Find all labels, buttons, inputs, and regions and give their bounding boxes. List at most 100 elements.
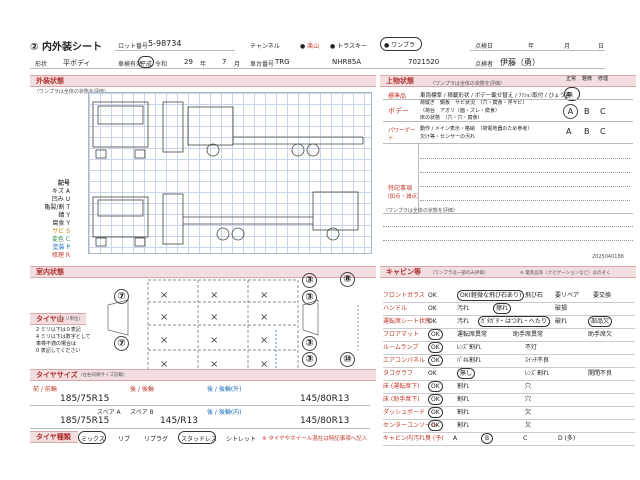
tire-depth-note-1: 2 ミリ以下は０表記 xyxy=(36,327,81,333)
upper-gate-text: 動作 / メイン表示・格納 （荷電地器のため参考） xyxy=(420,126,533,132)
shape-value: 平ボディ xyxy=(63,59,91,67)
lot-label: ロット番号 xyxy=(118,43,149,50)
reg-month-unit: 月 xyxy=(234,61,241,68)
upper-standard-mark[interactable]: 無 xyxy=(567,92,574,99)
day-unit: 日 xyxy=(598,43,605,50)
legend-item-repair: 修理 R xyxy=(51,252,70,259)
eval-head-repair: 修理 xyxy=(598,76,609,82)
tire-fl-label: 前 / 前輪 xyxy=(33,386,57,393)
svg-text:×: × xyxy=(260,290,268,301)
inspector-label: 点検者 xyxy=(475,61,494,68)
cabin-circle-3: ③ xyxy=(302,290,317,305)
exterior-note: （ワンプラは全体の状態を評価） xyxy=(34,89,109,95)
special-notes-label: 特記事項 xyxy=(388,185,413,192)
reg-year: 29 xyxy=(184,58,193,66)
reg-month: 7 xyxy=(222,58,227,66)
tire-depth-unit: （ミリ単位） xyxy=(56,317,83,322)
cabin-row-steering: ハンドル OK 汚れ 擦れ 破損 xyxy=(383,302,635,316)
cabin-row-floor-mat: フロアマット OK 運転席異常 助手席異常 助手席欠 xyxy=(383,328,635,342)
exterior-diagram-grid xyxy=(88,92,372,254)
tire-type-rib[interactable]: リブ xyxy=(118,436,131,443)
legend-item-paint: 塗装 P xyxy=(52,244,70,251)
upper-gate-grade-c[interactable]: C xyxy=(600,127,606,136)
inspector-name: 伊藤（勇） xyxy=(500,58,540,67)
upper-footnote: （ワンプラは全体の状態を評価） xyxy=(383,208,458,214)
tire-rr-label: 後 / 後輪(外) xyxy=(207,386,242,393)
upper-body-grade-a[interactable]: A xyxy=(563,104,578,119)
tire-sub-left-label: スペア A xyxy=(97,409,121,416)
cabin-head: キャビン等 xyxy=(380,266,636,278)
cabin-circle-7: ⑩ xyxy=(340,352,355,367)
upper-standard-text: 車両標準 / 積載形状 / ボデー載せ替え / ﾌｧｼｮﾝ取付 / ひょう害 xyxy=(420,93,571,99)
cabin-circle-1: ⑦ xyxy=(114,289,129,304)
tire-type-note: ※ タイヤやホイール混在は特記事項へ記入 xyxy=(262,436,368,442)
serial-number: 7021520 xyxy=(408,58,440,66)
cabin-circle-8: ③ xyxy=(302,352,317,367)
channel-label: チャンネル xyxy=(250,43,280,50)
tire-rl-label: 後 / 後輪 xyxy=(130,386,154,393)
tire-size-head: タイヤサイズ xyxy=(30,369,376,381)
channel-selected-oval xyxy=(380,37,422,51)
upper-head: 上物状態 xyxy=(380,75,636,87)
cabin-note-2: ※ 電装品等（ナビゲーションなど）はのぞく xyxy=(520,271,611,276)
svg-text:×: × xyxy=(160,359,168,370)
tire-type-selected-studless xyxy=(178,431,216,444)
svg-text:×: × xyxy=(210,335,218,346)
lot-number: 5-98734 xyxy=(148,39,182,48)
exterior-head: 外装状態 xyxy=(30,75,376,87)
tire-type-mix[interactable]: ミックス xyxy=(81,436,105,443)
eval-head-minor: 軽微 xyxy=(582,76,593,82)
reg-label: 車検有効 xyxy=(118,61,143,68)
svg-text:×: × xyxy=(210,290,218,301)
special-notes-sub: （加点・減点） xyxy=(384,194,423,200)
legend-item-dent: 凹み U xyxy=(51,196,70,203)
legend-item-corrosion: 腐食 Y xyxy=(52,220,70,227)
eval-head-normal: 正常 xyxy=(566,76,577,82)
svg-text:×: × xyxy=(160,335,168,346)
tire-sub-right-value: 145/80R13 xyxy=(300,416,350,426)
page-title: ② 内外装シート xyxy=(30,42,102,53)
cabin-row-ac-panel: エアコンパネル OK ﾊﾟﾈﾙ割れ ｽｲｯﾁ不良 xyxy=(383,354,635,368)
legend-item-discolor: 変色 C xyxy=(51,236,70,243)
tire-spare-label: スペア B xyxy=(130,409,154,416)
upper-standard-label: 標準品 xyxy=(388,93,407,100)
upper-body-grade-c[interactable]: C xyxy=(600,107,606,116)
tire-sub-left-value: 185/75R15 xyxy=(60,416,110,426)
cabin-row-floor-driver: 床 (運転席下) OK 割れ 穴 xyxy=(383,380,635,394)
cabin-circle-4: ⑧ xyxy=(340,272,355,287)
cabin-circle-6: ③ xyxy=(302,336,317,351)
era-reiwa[interactable]: 令和 xyxy=(155,61,168,68)
tire-depth-note-2: 4 ミリ以下は数字として xyxy=(36,334,91,340)
channel-opt-rakuzan[interactable]: ● 楽山 xyxy=(300,43,320,50)
svg-text:×: × xyxy=(160,290,168,301)
cabin-row-tachograph: タコグラフ OK 無し ﾚﾝｽﾞ割れ 開閉不良 xyxy=(383,367,635,381)
month-unit: 月 xyxy=(564,43,571,50)
truck-diagram xyxy=(92,101,364,247)
upper-body-grade-b[interactable]: B xyxy=(584,107,590,116)
tire-fl-value: 185/75R15 xyxy=(60,394,110,404)
tire-rr-value: 145/80R13 xyxy=(300,394,350,404)
upper-body-text3: 床の状態 （穴・穴・腐食） xyxy=(420,115,483,121)
year-unit: 年 xyxy=(528,43,535,50)
tire-type-citlet[interactable]: シトレット xyxy=(226,436,257,443)
svg-text:×: × xyxy=(260,335,268,346)
legend-item-rust: 錆 Y xyxy=(58,212,70,219)
cabin-row-room-lamp: ルームランプ OK ﾚﾝｽﾞ割れ 不灯 xyxy=(383,341,635,355)
cabin-row-center-console: センターコンソール OK 割れ 欠 xyxy=(383,419,635,433)
cabin-circle-5: ⑦ xyxy=(114,336,129,351)
tire-type-studless[interactable]: スタッドレス xyxy=(181,436,218,443)
cabin-circle-2: ③ xyxy=(302,273,317,288)
cabin-layout-diagram: ××× ××× ××× ××× xyxy=(107,279,359,376)
channel-opt-truskey[interactable]: ● トラスキー xyxy=(330,43,368,50)
era-heisei[interactable]: 平成 xyxy=(140,61,153,68)
upper-note: （ワンプラは全体の状態を評価） xyxy=(430,81,505,87)
channel-opt-wanpura[interactable]: ● ワンプラ xyxy=(384,42,415,49)
upper-gate-grade-a[interactable]: A xyxy=(566,127,572,136)
tire-size-note: （左右同様サイズ記載） xyxy=(78,373,128,378)
upper-gate-grade-b[interactable]: B xyxy=(584,127,590,136)
svg-text:×: × xyxy=(160,312,168,323)
era-selected-oval xyxy=(138,56,154,68)
svg-text:×: × xyxy=(260,312,268,323)
cabin-row-cabin-odor: キャビン内汚れ臭 (予) A B C D (多) xyxy=(383,432,635,446)
tire-type-riblug[interactable]: リブラグ xyxy=(144,436,169,443)
